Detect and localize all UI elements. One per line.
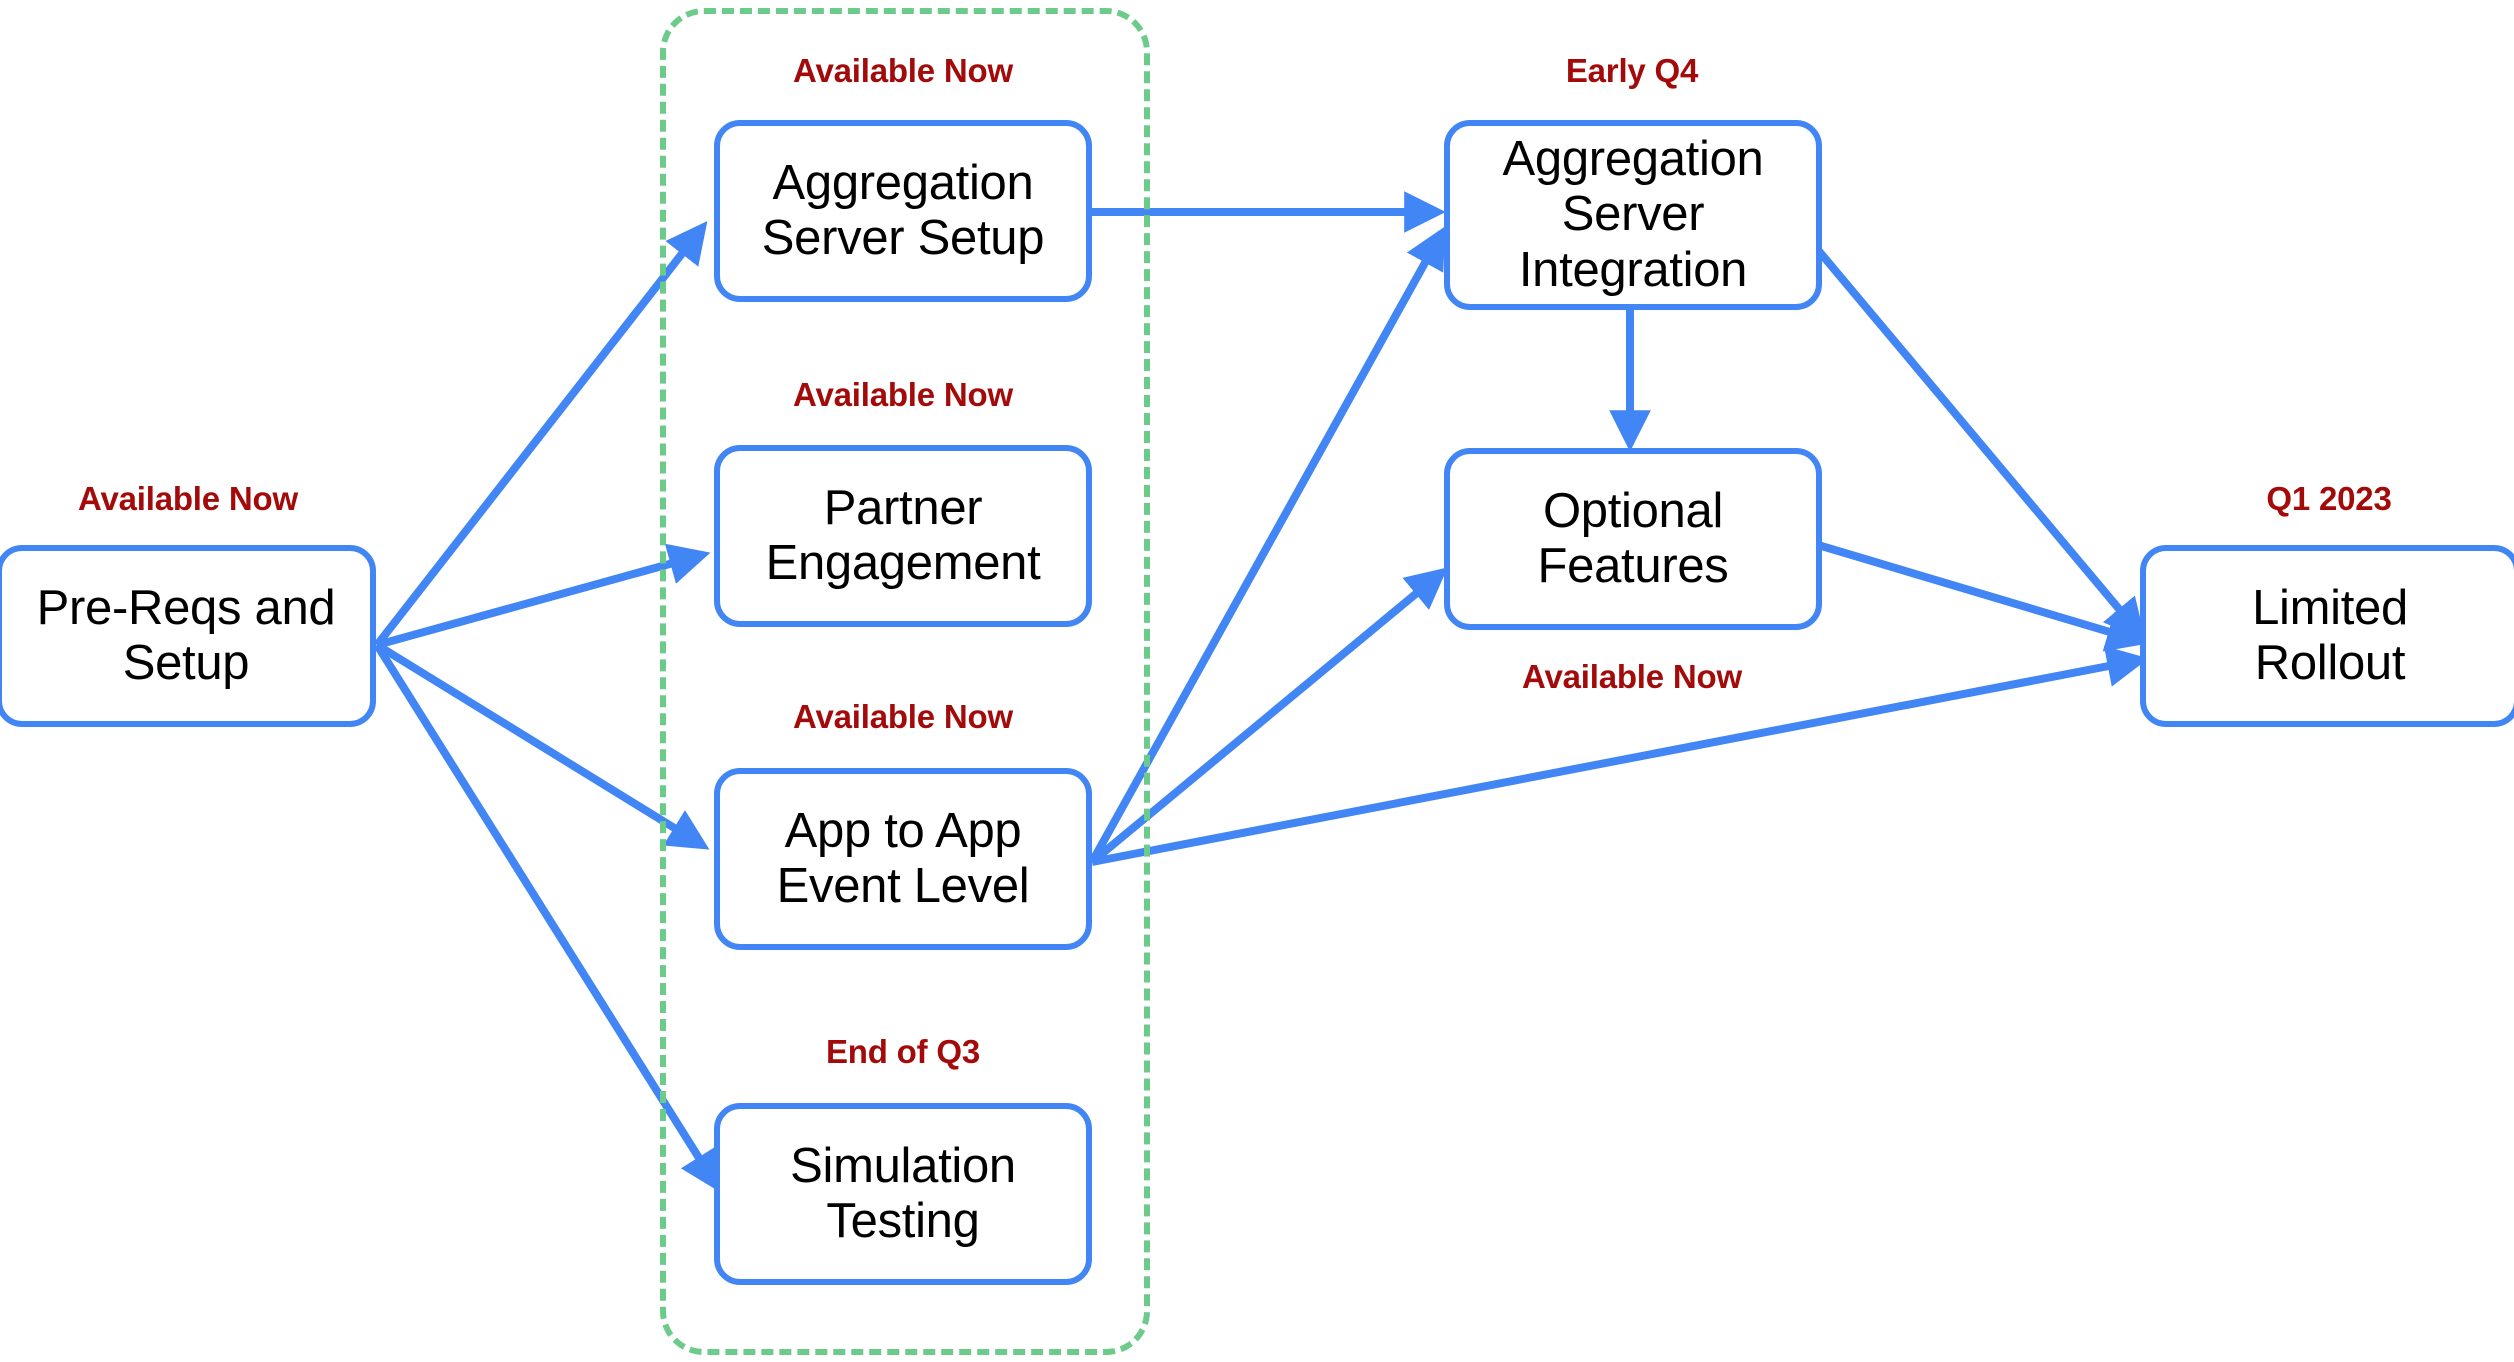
- edge-app-to-app-to-optional: [1089, 567, 1448, 866]
- phase-label-app-to-app: Available Now: [793, 698, 1013, 735]
- node-line-1: Pre-Reqs and: [36, 580, 336, 635]
- node-line-2: Testing: [826, 1194, 980, 1248]
- node-line-1: Aggregation: [772, 155, 1034, 210]
- node-line-1: Partner: [823, 480, 983, 535]
- node-line-2: Server: [1561, 187, 1705, 242]
- node-line-3: Integration: [1518, 242, 1748, 297]
- phase-label-limited-rollout: Q1 2023: [2266, 480, 2392, 517]
- edge-pre-reqs-to-aggregation-setup: [373, 221, 708, 648]
- phase-label-optional-features: Available Now: [1522, 658, 1742, 695]
- phase-label-aggregation-integration: Early Q4: [1565, 52, 1699, 89]
- node-line-2: Engagement: [765, 536, 1041, 590]
- node-line-1: Simulation: [790, 1138, 1016, 1193]
- node-line-2: Server Setup: [761, 211, 1045, 265]
- phase-label-pre-reqs: Available Now: [78, 480, 298, 517]
- edge-pre-reqs-to-partner-engagement: [375, 543, 711, 649]
- edge-pre-reqs-to-app-to-app: [374, 641, 710, 850]
- node-line-1: Limited: [2252, 580, 2408, 635]
- edge-integration-to-limited-rollout: [1814, 247, 2146, 641]
- available-now-group-container: [660, 8, 1150, 1355]
- node-line-2: Rollout: [2254, 636, 2406, 690]
- phase-label-partner-engagement: Available Now: [793, 376, 1013, 413]
- node-line-2: Features: [1537, 539, 1729, 593]
- node-line-1: Optional: [1542, 483, 1724, 538]
- edge-app-to-app-to-integration: [1088, 226, 1446, 864]
- edge-app-to-app-to-limited-rollout: [1091, 645, 2149, 866]
- node-line-1: Aggregation: [1502, 131, 1764, 186]
- phase-label-aggregation-setup: Available Now: [793, 52, 1013, 89]
- phase-label-simulation-testing: End of Q3: [825, 1033, 981, 1070]
- edge-optional-features-to-limited-rollout: [1816, 541, 2149, 652]
- edge-pre-reqs-to-simulation-testing: [373, 642, 721, 1193]
- node-line-2: Setup: [122, 636, 250, 690]
- node-line-2: Event Level: [776, 859, 1030, 913]
- node-line-1: App to App: [784, 803, 1022, 858]
